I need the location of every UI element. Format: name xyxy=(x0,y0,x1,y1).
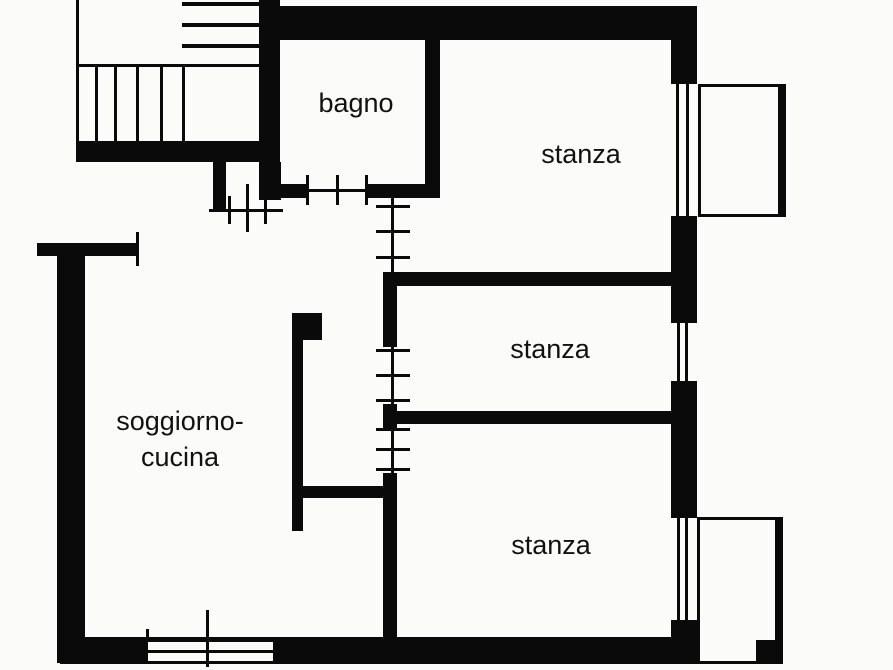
door-tick xyxy=(228,196,231,224)
window-pane-line xyxy=(148,650,273,653)
kitchen-wall-horizontal xyxy=(292,486,386,498)
door-tick xyxy=(336,175,339,205)
partition-stanza-top-middle xyxy=(383,272,672,286)
window-pane-line xyxy=(676,84,679,216)
stair-tread-icon xyxy=(160,67,163,141)
stair-tread-icon xyxy=(182,23,259,27)
door-tick xyxy=(376,349,410,352)
wall-top xyxy=(280,6,697,40)
bagno-bottom-wall-right xyxy=(367,184,440,198)
balcony-corner-block xyxy=(756,640,783,664)
stair-landing-divider xyxy=(76,64,259,67)
room-label-line2: cucina xyxy=(140,442,220,472)
partition-stanza-middle-bottom xyxy=(390,411,672,424)
bagno-right-wall xyxy=(425,40,440,198)
corridor-wall-segment xyxy=(383,473,397,637)
entry-wall-stub xyxy=(37,243,138,256)
wall-right-segment xyxy=(671,381,697,518)
wall-right-segment xyxy=(671,40,697,84)
window-pane-line xyxy=(685,323,688,381)
wall-left xyxy=(57,243,85,663)
door-tick xyxy=(376,399,410,402)
door-tick xyxy=(376,256,410,259)
window-pane-line xyxy=(685,518,688,620)
room-label-bagno: bagno xyxy=(318,88,394,118)
room-label-stanza-top: stanza xyxy=(541,139,621,169)
window-edge-tick xyxy=(146,629,149,640)
stair-tread-icon xyxy=(136,67,139,141)
balcony-outline xyxy=(697,517,783,664)
door-tick xyxy=(376,448,410,451)
door-tick xyxy=(376,428,410,431)
stair-tread-icon xyxy=(114,67,117,141)
entry-door-tick xyxy=(136,232,139,266)
door-tick xyxy=(376,205,410,208)
closet-left-wall xyxy=(213,162,226,211)
stair-tread-icon xyxy=(182,44,259,48)
window-center-tick xyxy=(206,610,209,667)
room-label-soggiorno-cucina: soggiorno- cucina xyxy=(116,403,244,475)
door-tick xyxy=(246,184,249,232)
window-pane-line xyxy=(686,84,689,216)
window-opening xyxy=(671,518,697,620)
wall-right-segment xyxy=(671,216,697,323)
stair-tread-icon xyxy=(182,2,259,6)
corridor-wall-segment xyxy=(383,286,397,347)
bagno-bottom-wall-left xyxy=(275,184,308,198)
window-opening xyxy=(671,84,697,216)
closet-right-wall xyxy=(259,162,281,200)
kitchen-wall-vertical xyxy=(292,340,303,531)
room-label-stanza-bottom: stanza xyxy=(511,530,591,560)
door-tick xyxy=(306,175,309,205)
staircase-bottom-wall xyxy=(76,141,280,162)
door-tick xyxy=(376,230,410,233)
window-pane-line xyxy=(677,323,680,381)
door-tick xyxy=(376,374,410,377)
stair-tread-icon xyxy=(95,67,98,141)
window-pane-line xyxy=(677,518,680,620)
room-label-stanza-middle: stanza xyxy=(510,334,590,364)
door-tick xyxy=(365,175,368,205)
window-opening xyxy=(671,323,697,381)
room-label-line1: soggiorno- xyxy=(116,406,244,436)
balcony-top-right xyxy=(698,84,786,217)
staircase-right-wall xyxy=(259,0,280,163)
staircase-left-wall xyxy=(76,0,79,143)
door-tick xyxy=(264,196,267,224)
door-line xyxy=(391,198,394,272)
door-tick xyxy=(376,468,410,471)
stair-tread-icon xyxy=(182,67,185,141)
kitchen-pillar xyxy=(292,313,322,340)
